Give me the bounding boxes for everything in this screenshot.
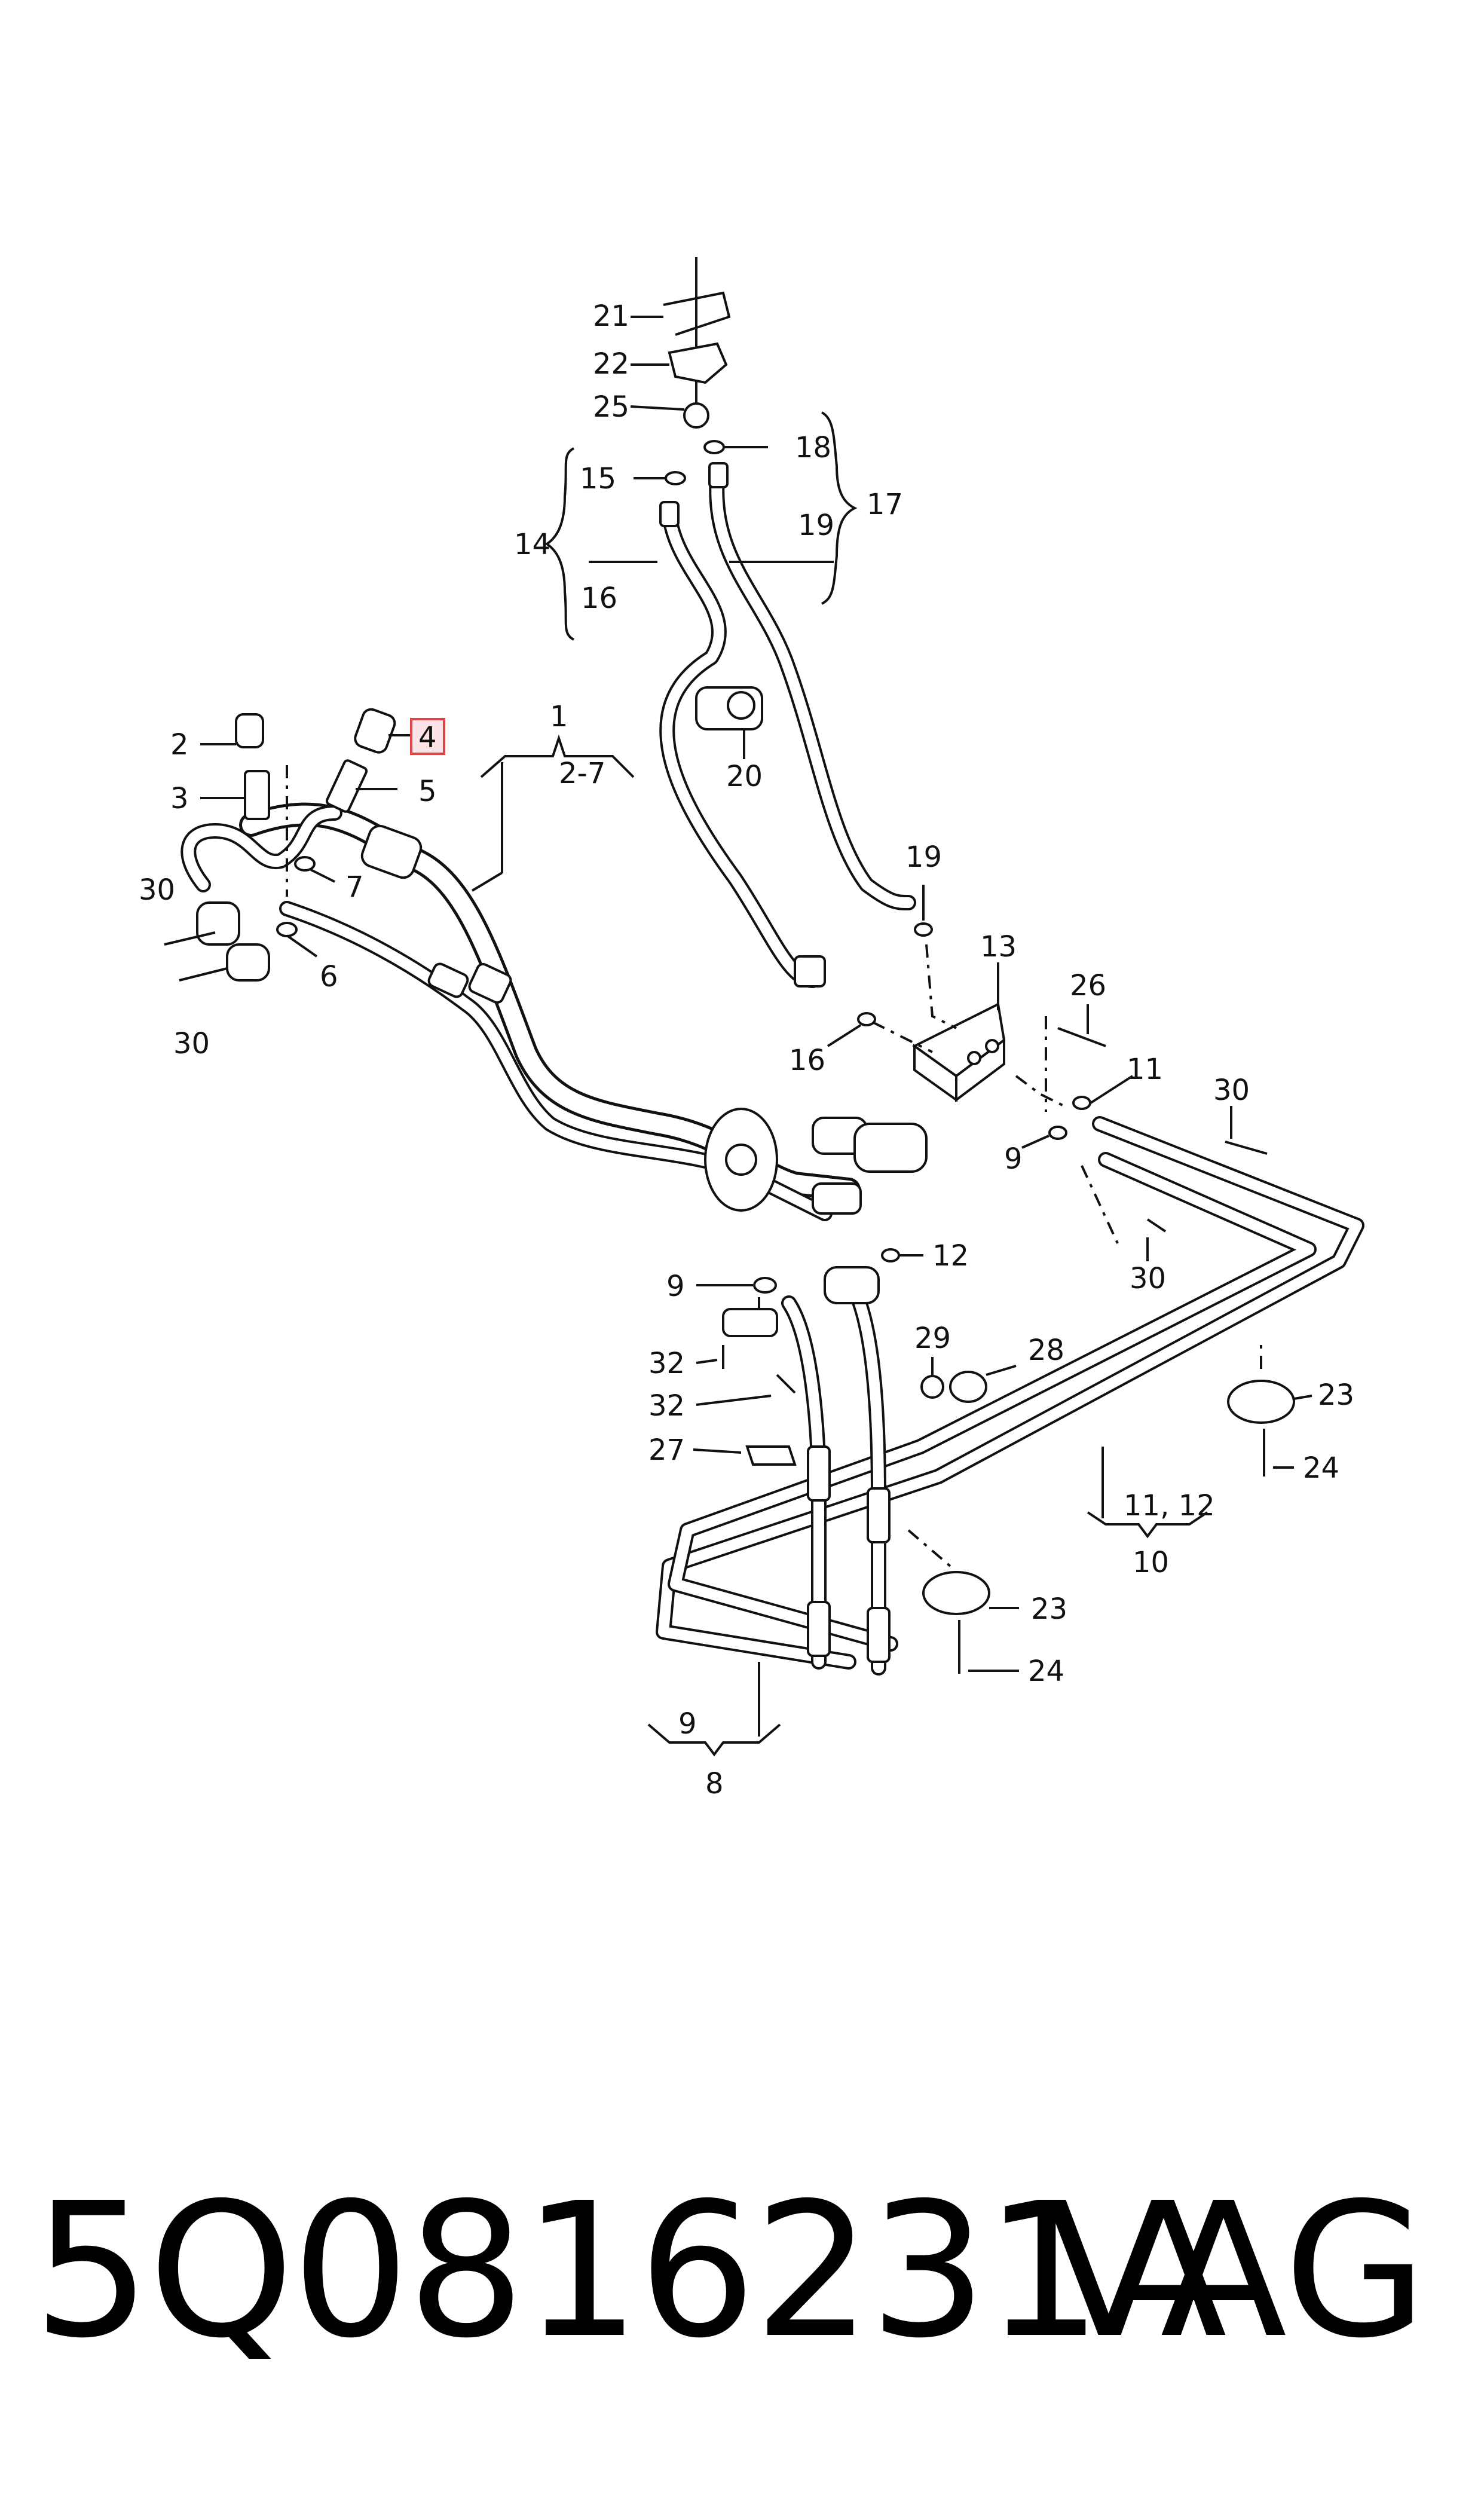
callout-9c: 9 [678,1707,697,1741]
callout-32b: 32 [648,1389,685,1423]
callout-18: 18 [795,431,831,464]
callout-30c: 30 [1213,1074,1250,1107]
callout-30a: 30 [139,873,175,907]
callout-16b: 16 [789,1044,825,1077]
pipe-assembly-1 [180,802,928,1221]
callout-22: 22 [593,347,629,381]
brand-label: VAG [1045,2163,1427,2379]
callout-16a: 16 [581,582,617,615]
callout-13: 13 [980,930,1017,964]
callout-5: 5 [418,775,437,808]
callout-14: 14 [514,528,550,561]
callout-9b: 9 [666,1270,685,1303]
callout-labels: 1 2-7 2 3 4 5 6 7 30 30 21 22 25 15 14 1… [139,299,1354,1800]
callout-19b: 19 [905,840,942,874]
callout-6: 6 [320,960,338,993]
callout-2: 2 [170,728,189,762]
pipe-14-17 [659,462,916,988]
callout-7: 7 [345,870,364,904]
callout-11-12: 11, 12 [1124,1489,1215,1523]
callout-23a: 23 [1318,1378,1354,1412]
leader-lines [200,316,1312,1757]
callout-27: 27 [648,1433,685,1467]
callout-32a: 32 [648,1347,685,1380]
highlight-box [410,718,445,755]
small-parts [164,257,1295,1674]
callout-12: 12 [932,1239,969,1273]
callout-26: 26 [1070,969,1106,1002]
callout-20: 20 [726,760,763,793]
callout-30d: 30 [1130,1262,1166,1295]
callout-8: 8 [705,1767,724,1800]
part-number: 5Q0816231A [33,2163,1227,2379]
callout-2-7: 2-7 [559,757,605,790]
callout-17: 17 [867,488,903,521]
callout-19a: 19 [798,509,834,542]
callout-9a: 9 [1004,1142,1023,1176]
expansion-valve-block-13 [912,1002,1006,1102]
pipe-8-10 [656,1116,1364,1676]
callout-23b: 23 [1031,1592,1067,1626]
footer: 5Q0816231A VAG [0,2164,1484,2379]
callout-10: 10 [1133,1546,1169,1579]
exploded-parts-diagram: 1 2-7 2 3 4 5 6 7 30 30 21 22 25 15 14 1… [139,257,1364,1800]
callout-1: 1 [550,700,568,733]
assembly-lines [286,765,1262,1567]
callout-24b: 24 [1028,1655,1064,1688]
callout-3: 3 [170,782,189,815]
callout-28: 28 [1028,1334,1064,1367]
callout-30b: 30 [173,1027,210,1060]
callout-24a: 24 [1303,1451,1339,1485]
callout-21: 21 [593,299,629,333]
callout-29: 29 [914,1322,951,1355]
callout-15: 15 [580,462,616,496]
callout-4: 4 [418,721,437,754]
callout-11a: 11 [1127,1053,1163,1086]
callout-25: 25 [593,390,629,424]
